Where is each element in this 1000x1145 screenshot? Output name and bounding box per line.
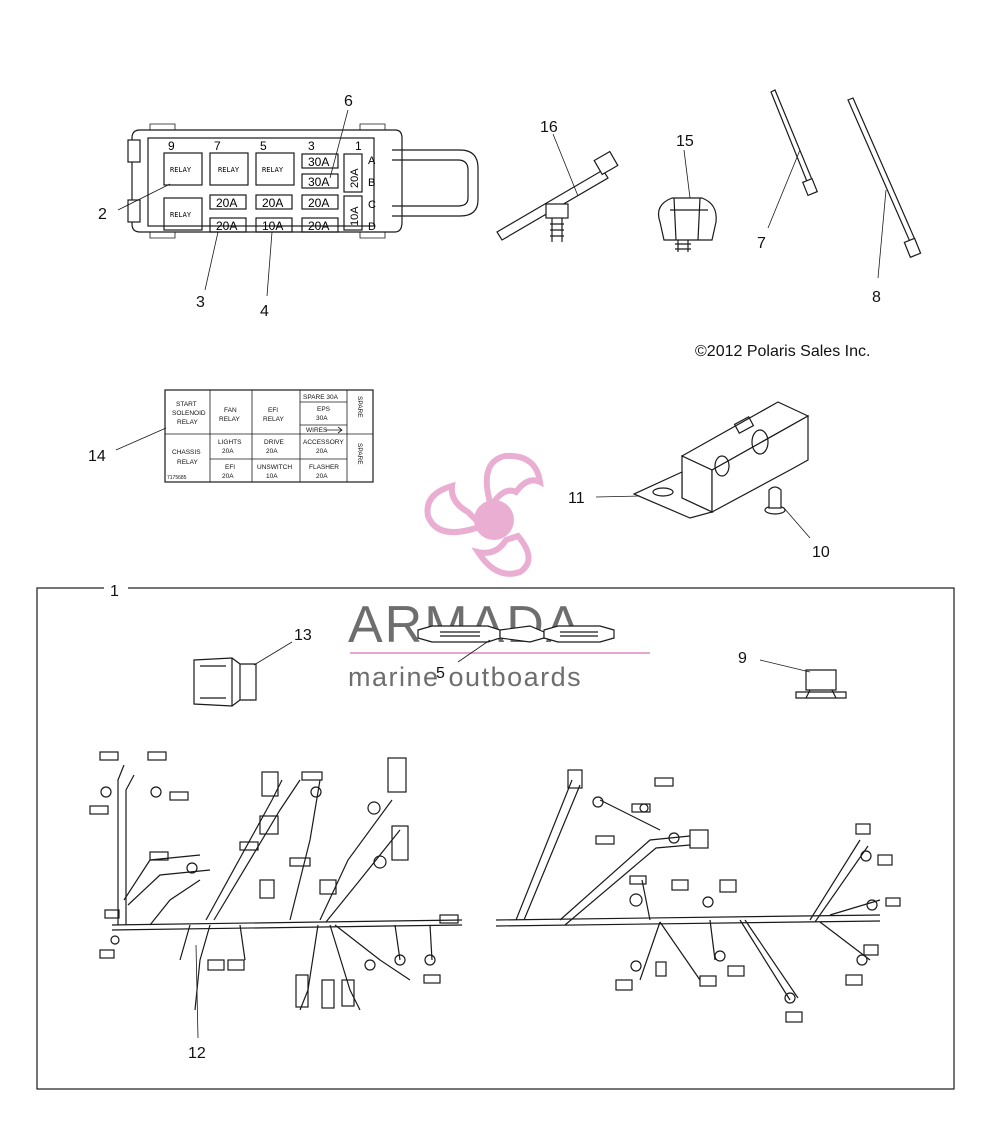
copyright-text: ©2012 Polaris Sales Inc.	[695, 343, 870, 360]
decal-efi-fuse: EFI	[225, 464, 235, 471]
decal-start: START	[176, 401, 197, 408]
decal-unswitch-10a: 10A	[266, 473, 278, 480]
decal-efi: EFI	[268, 407, 278, 414]
fuse-20a-3: 20A	[308, 196, 329, 210]
callout-1: 1	[110, 583, 119, 600]
fuse-20a-1: 20A	[216, 196, 237, 210]
callout-2: 2	[98, 206, 107, 223]
decal-solenoid: SOLENOID	[172, 410, 206, 417]
decal-spare-vertical-2: SPARE	[356, 443, 363, 465]
relay-label-1: RELAY	[170, 166, 192, 174]
decal-part-number: 7175685	[167, 475, 187, 481]
fuse-30a-2: 30A	[308, 175, 329, 189]
callout-9: 9	[738, 650, 747, 667]
callout-3: 3	[196, 294, 205, 311]
wiring-harness-left	[89, 751, 463, 1011]
callout-5: 5	[436, 665, 445, 682]
callout-13: 13	[294, 627, 312, 644]
callout-11: 11	[568, 490, 585, 507]
fuse-box-row-a: A	[368, 155, 376, 167]
callout-16: 16	[540, 119, 558, 136]
strap-8	[847, 97, 922, 259]
decal-lights: LIGHTS	[218, 439, 242, 446]
callout-10: 10	[812, 544, 830, 561]
callout-15: 15	[676, 133, 694, 150]
relay-label-3: RELAY	[262, 166, 284, 174]
decal-chassis-relay: RELAY	[177, 459, 198, 466]
harness-assembly-frame	[36, 587, 955, 1090]
decal-unswitch: UNSWITCH	[257, 464, 292, 471]
decal-lights-20a: 20A	[222, 448, 234, 455]
wiring-harness-right	[495, 769, 901, 1023]
decal-eps-30a: 30A	[316, 415, 328, 422]
relay-label-4: RELAY	[170, 211, 192, 219]
fuse-20a-vertical: 20A	[349, 168, 361, 188]
fuse-box-row-b: B	[368, 177, 375, 189]
mounting-bracket	[632, 401, 810, 519]
decal-drive-20a: 20A	[266, 448, 278, 455]
strap-7	[770, 89, 819, 197]
fuse-20a-5: 20A	[308, 219, 329, 233]
callout-8: 8	[872, 289, 881, 306]
decal-start-relay: RELAY	[177, 419, 198, 426]
fuse-20a-2: 20A	[262, 196, 283, 210]
propeller-logo	[424, 452, 544, 577]
watermark-tagline: marine outboards	[348, 662, 582, 692]
callout-4: 4	[260, 303, 269, 320]
diode-9	[795, 669, 847, 699]
connector-13	[193, 657, 257, 707]
decal-chassis: CHASSIS	[172, 449, 201, 456]
fuse-box-col-9: 9	[168, 139, 175, 153]
decal-efi-relay: RELAY	[263, 416, 284, 423]
fuse-box-row-c: C	[368, 199, 376, 211]
fuse-10a-1: 10A	[262, 219, 283, 233]
inline-fuse-holder	[417, 625, 615, 643]
decal-flasher: FLASHER	[309, 464, 339, 471]
cable-tie-clip	[496, 150, 619, 242]
decal-fan-relay: RELAY	[219, 416, 240, 423]
fuse-box-col-5: 5	[260, 139, 267, 153]
fuse-box-col-3: 3	[308, 139, 315, 153]
decal-accessory: ACCESSORY	[303, 439, 344, 446]
fuse-20a-4: 20A	[216, 219, 237, 233]
fuse-box-col-7: 7	[214, 139, 221, 153]
decal-flasher-20a: 20A	[316, 473, 328, 480]
fuse-box: 9 7 5 3 1 A B C D RELAY RELAY RELAY RELA…	[127, 123, 479, 239]
decal-accessory-20a: 20A	[316, 448, 328, 455]
watermark-brand: ARMADA	[348, 596, 582, 654]
decal-spare-30a: SPARE 30A	[303, 394, 339, 401]
decal-wires: WIRES	[306, 427, 328, 434]
decal-spare-vertical-1: SPARE	[356, 396, 363, 418]
fuse-30a-1: 30A	[308, 155, 329, 169]
callout-7: 7	[757, 235, 766, 252]
fuse-box-col-1: 1	[355, 139, 362, 153]
decal-efi-20a: 20A	[222, 473, 234, 480]
fuse-decal: START SOLENOID RELAY FAN RELAY EFI RELAY…	[164, 389, 374, 483]
wire-clip	[657, 197, 717, 252]
relay-label-2: RELAY	[218, 166, 240, 174]
decal-fan: FAN	[224, 407, 237, 414]
push-pin	[764, 486, 786, 515]
callout-14: 14	[88, 448, 106, 465]
callout-12: 12	[188, 1045, 206, 1062]
decal-drive: DRIVE	[264, 439, 285, 446]
callout-6: 6	[344, 93, 353, 110]
decal-eps: EPS	[317, 406, 331, 413]
fuse-10a-vertical: 10A	[349, 206, 361, 226]
fuse-box-row-d: D	[368, 221, 376, 233]
